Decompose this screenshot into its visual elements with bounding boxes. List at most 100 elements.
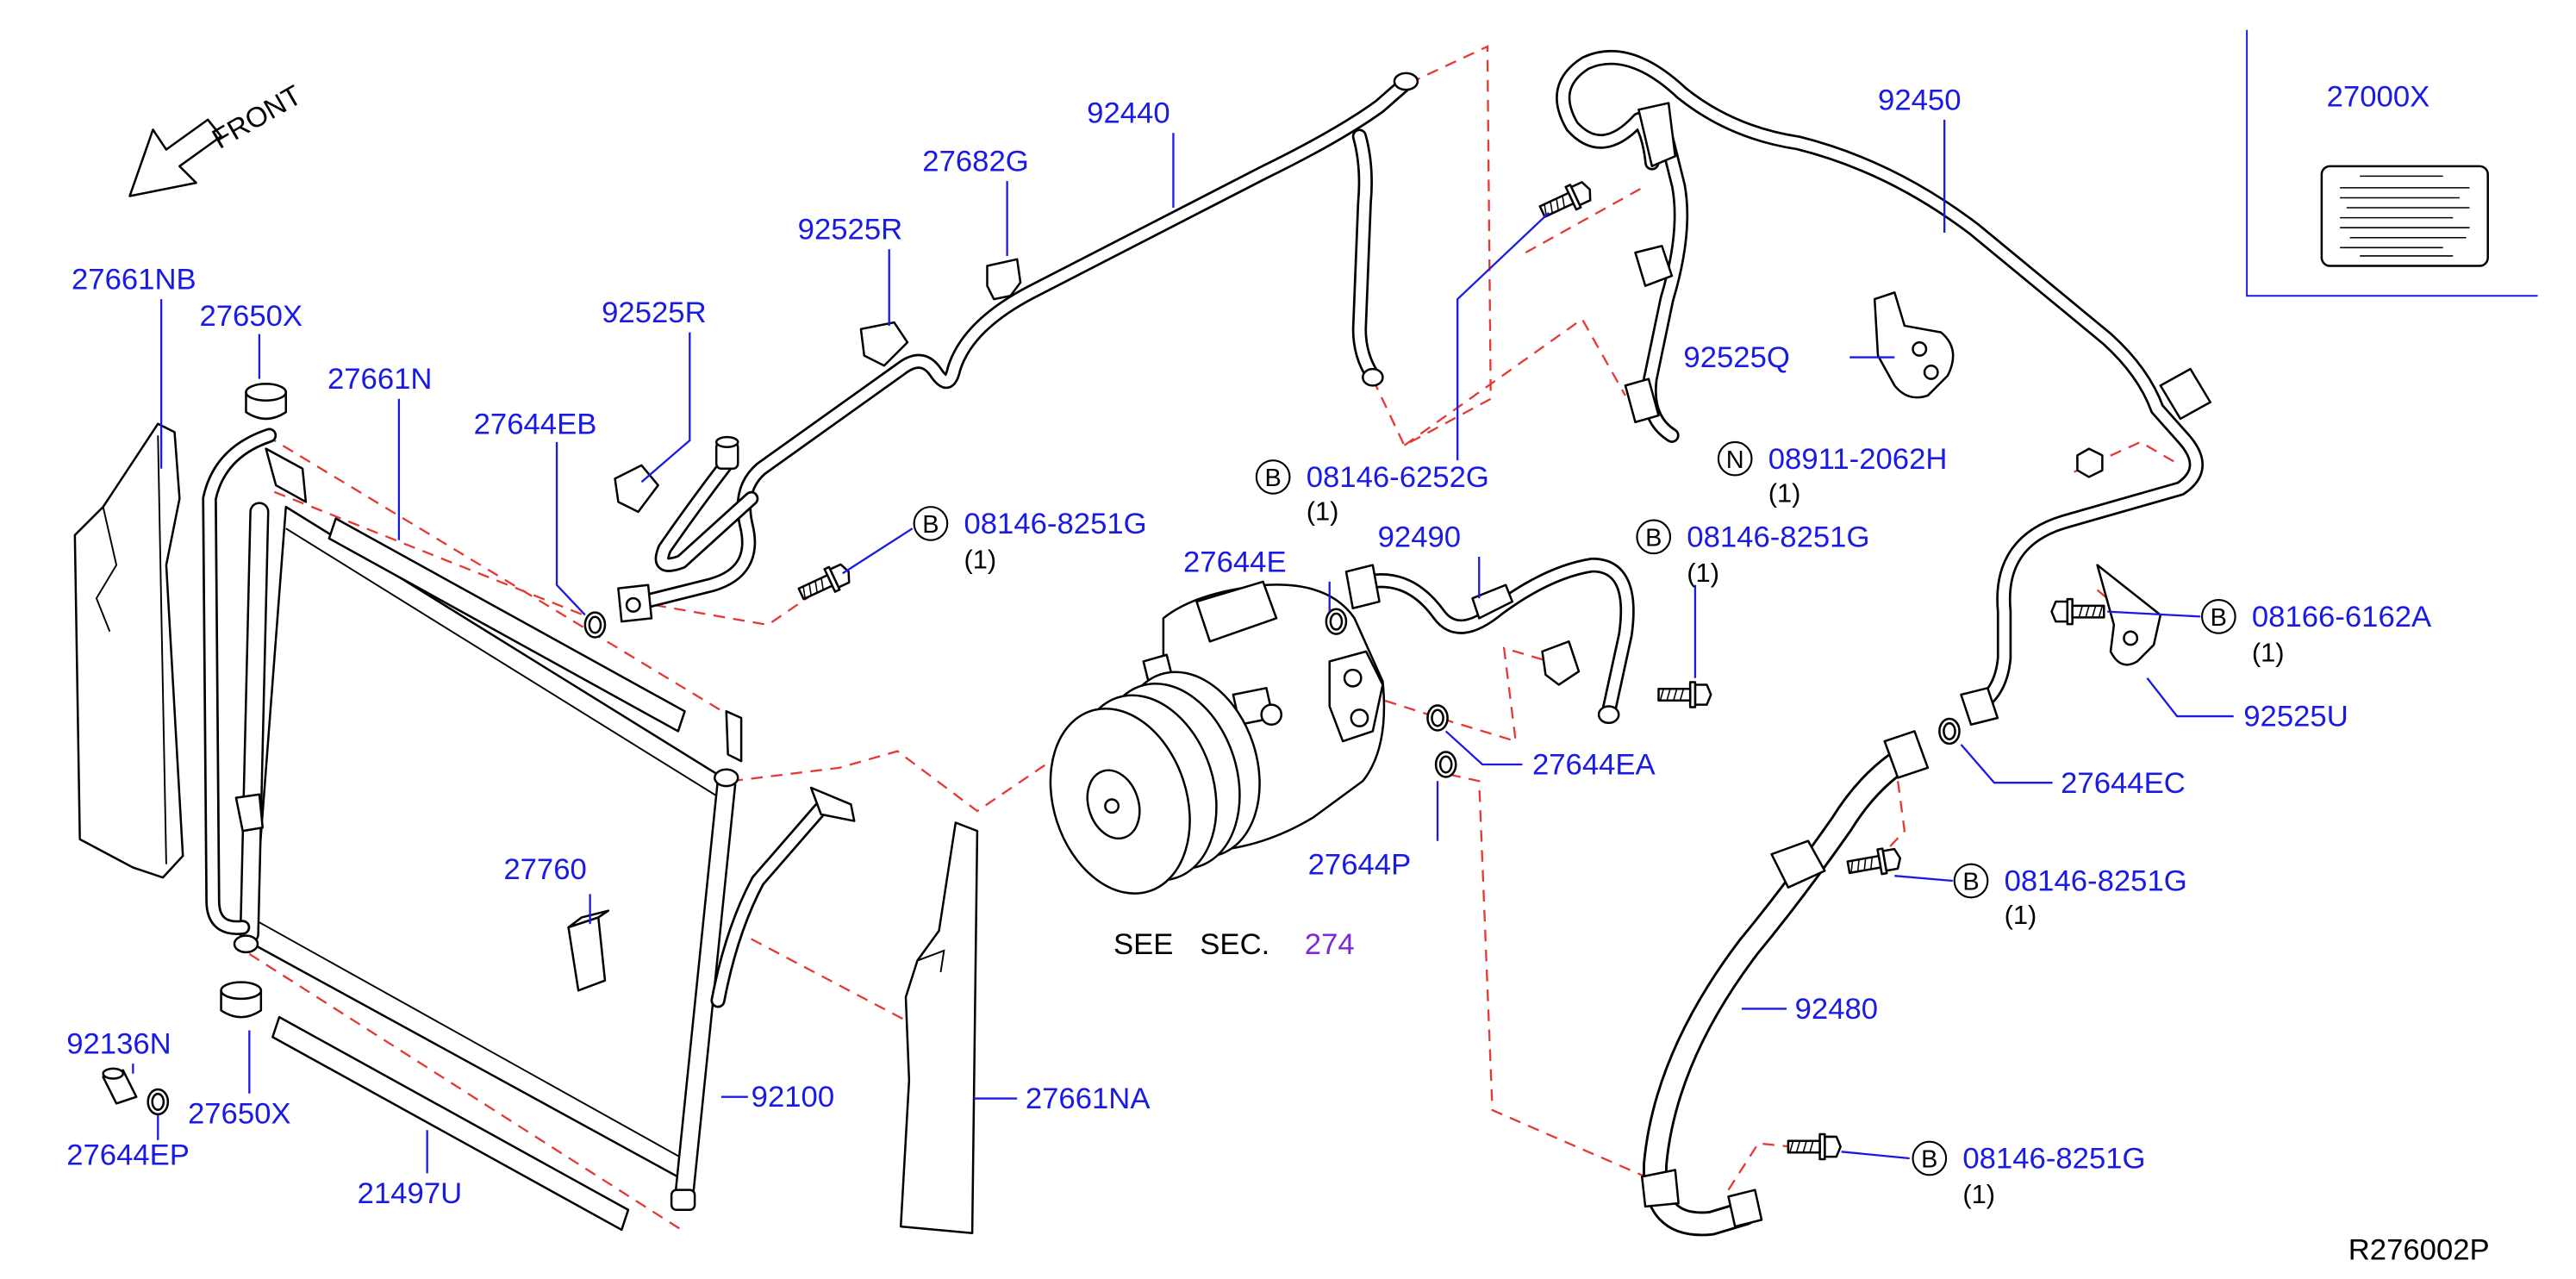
pipe-clip (1634, 245, 1674, 287)
front-label: FRONT (207, 78, 307, 154)
hose-sleeve (1770, 839, 1826, 889)
reference-section-link[interactable]: 274 (1305, 928, 1355, 961)
o-ring-icon (1434, 751, 1457, 778)
leader-line (555, 441, 586, 616)
callout-quantity: (1) (1962, 1179, 1995, 1209)
dashed-line (1449, 773, 1646, 1178)
bracket-hole (1923, 364, 1939, 380)
hose-fitting (1883, 730, 1930, 779)
part-label-27661nb: 27661NB (72, 264, 196, 296)
part-label-27000x: 27000X (2327, 80, 2430, 113)
dashed-line (1403, 317, 1626, 446)
hose-end-fitting (1727, 1189, 1763, 1228)
bolt-callout: B 08146-8251G (1) (1636, 519, 1869, 588)
dashed-line (248, 952, 683, 1231)
small-block-part (567, 909, 610, 992)
upper-pipe-assembly (617, 72, 1419, 623)
part-label-27644e: 27644E (1183, 546, 1287, 578)
reference-see-text: SEE (1113, 928, 1173, 961)
o-ring-icon (1426, 704, 1449, 732)
condenser-left-tank-inner (241, 503, 267, 942)
leader-line (2146, 677, 2234, 718)
dashed-line (1525, 184, 1646, 254)
condenser-core-edge (259, 527, 720, 1164)
label-card (2320, 165, 2489, 267)
pipe-inner (1350, 559, 1633, 717)
callout-part-number: 08911-2062H (1768, 443, 1948, 476)
pipe-bracket (1637, 102, 1677, 168)
callout-symbol: B (1962, 869, 1979, 896)
condenser-left-bottom-fitting (233, 934, 259, 954)
leader-line (2107, 610, 2201, 618)
callout-quantity: (1) (1307, 496, 1339, 527)
pipe-bracket-92525q (1873, 291, 1955, 399)
part-label-27650x-top: 27650X (199, 300, 303, 333)
callout-part-number: 08146-8251G (964, 508, 1146, 540)
part-label-27644ea: 27644EA (1532, 749, 1656, 782)
dashed-assembly-lines (248, 45, 2181, 1231)
dashed-line (731, 683, 1164, 813)
label-card-box (2246, 29, 2538, 297)
seal-strip-lower (271, 1015, 630, 1232)
callout-quantity: (1) (964, 544, 996, 574)
callout-quantity: (1) (1768, 477, 1801, 508)
nut-icon (2076, 447, 2104, 478)
part-label-92136n: 92136N (66, 1028, 172, 1061)
section-reference: SEE SEC. 274 (1113, 928, 1355, 961)
nut-callout: N 08911-2062H (1) (1717, 440, 1948, 508)
box-frame (2246, 29, 2538, 297)
dashed-line (1371, 45, 1492, 447)
o-ring-icon (1325, 608, 1348, 635)
left-shroud-drawing (73, 422, 184, 879)
leader-lines (132, 119, 2234, 1174)
bolt-callout: B 08146-8251G (1) (1953, 863, 2187, 930)
leader-line (640, 332, 691, 484)
part-label-92100: 92100 (752, 1081, 834, 1114)
part-label-27644eb: 27644EB (474, 408, 597, 440)
part-label-92525q: 92525Q (1683, 341, 1789, 374)
part-label-27650x-bottom: 27650X (188, 1098, 291, 1131)
cap-top (245, 383, 288, 421)
callout-symbol: B (2211, 604, 2227, 632)
right-shroud-panel (899, 821, 979, 1235)
fitting-end (102, 1067, 125, 1080)
part-label-27760: 27760 (503, 853, 586, 886)
front-direction-indicator: FRONT (128, 78, 307, 197)
pipe-outline (710, 796, 833, 1008)
cap-bottom (220, 981, 263, 1019)
pipe-inner (1557, 52, 2202, 714)
callout-symbol: B (1265, 465, 1282, 492)
callout-circle (1636, 519, 1672, 555)
callout-circle (1255, 459, 1291, 495)
part-label-92525r-upper: 92525R (798, 214, 903, 246)
pipe-fitting (2159, 367, 2211, 421)
pipe-clip (234, 793, 265, 833)
pipe-service-port-cap (714, 435, 739, 448)
pipe-bracket (1541, 640, 1581, 686)
pipe-bracket (809, 786, 856, 822)
part-label-92525r-left: 92525R (602, 296, 707, 329)
shroud-edge (917, 949, 945, 973)
pipe-fitting (1344, 564, 1381, 610)
part-label-27661n: 27661N (327, 363, 433, 396)
pipe-end-fitting (1362, 367, 1384, 387)
callout-circle (1953, 863, 1989, 899)
part-label-92525u: 92525U (2243, 701, 2348, 733)
dashed-line (751, 938, 907, 1021)
callout-quantity: (1) (2005, 900, 2037, 930)
pipe-end-fitting (1960, 687, 1999, 726)
pipe-branch-inner (1644, 114, 1687, 441)
cap-top-face (245, 383, 288, 402)
bracket-hole (1912, 340, 1928, 357)
compressor-feature (1260, 703, 1283, 726)
bolt-callout: B 08166-6162A (1) (2200, 599, 2432, 667)
dashed-line (1365, 646, 1550, 743)
cap-top-face (220, 981, 263, 1001)
bracket-hole (2123, 630, 2139, 646)
pipe-bracket-92525u (2096, 564, 2162, 666)
block-top (567, 909, 610, 929)
callout-symbol: N (1726, 446, 1744, 474)
callout-symbol: B (1645, 524, 1662, 552)
compressor-pipe (1344, 557, 1635, 725)
